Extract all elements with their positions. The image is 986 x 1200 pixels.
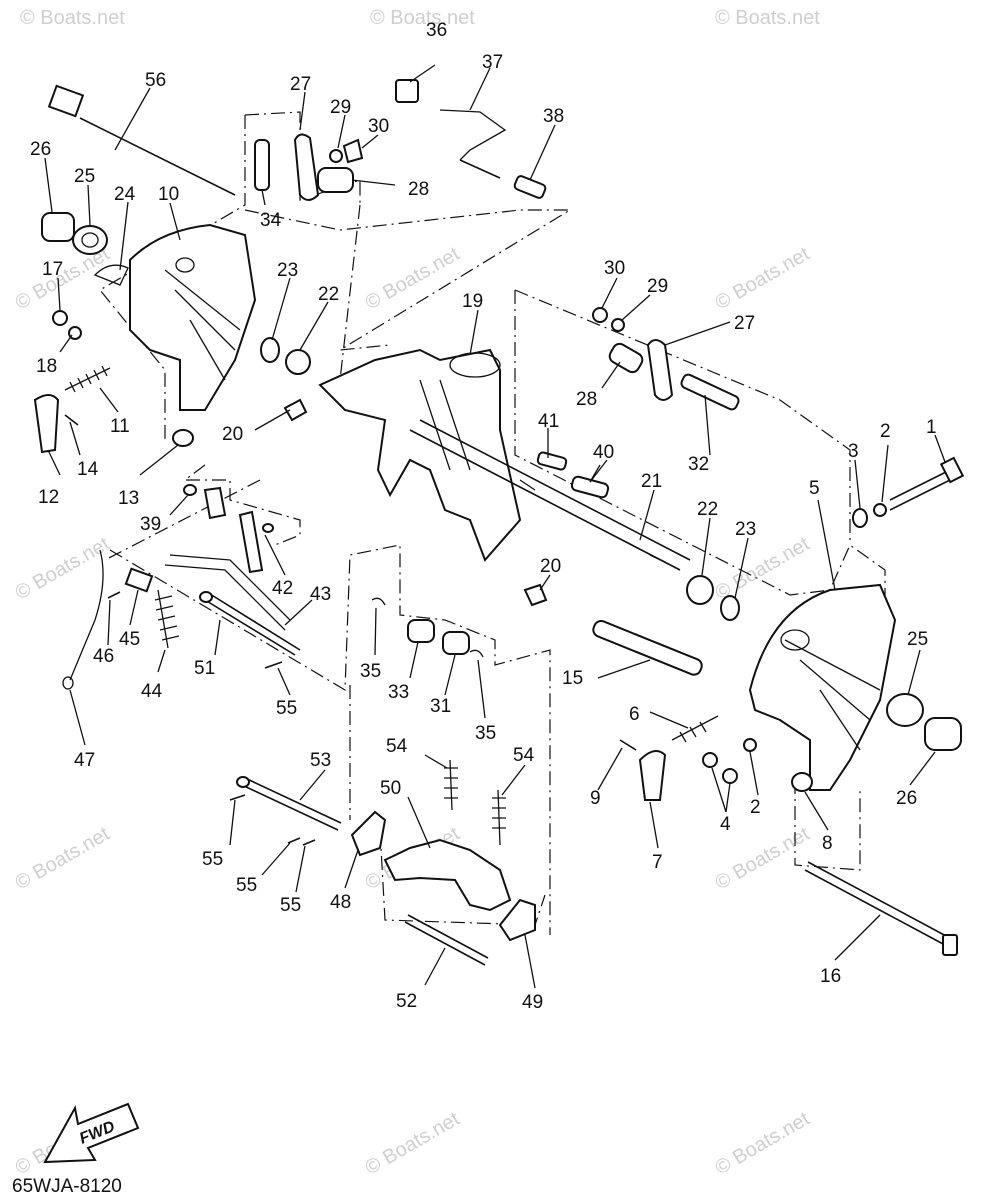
leader-lines: [44, 64, 946, 989]
part-number-label: 39: [140, 514, 161, 535]
part-number-label: 22: [697, 499, 718, 520]
part-number-label: 29: [647, 276, 668, 297]
part-number-label: 33: [388, 682, 409, 703]
drawing-code: 65WJA-8120: [12, 1176, 122, 1197]
watermark: © Boats.net: [12, 823, 114, 895]
watermark: © Boats.net: [715, 7, 820, 29]
part-number-label: 55: [276, 698, 297, 719]
assembly-guide-lines: [99, 111, 886, 935]
part-number-label: 27: [290, 74, 311, 95]
watermark: © Boats.net: [712, 1108, 814, 1180]
part-number-label: 29: [330, 97, 351, 118]
part-number-label: 47: [74, 750, 95, 771]
part-number-label: 7: [652, 852, 663, 873]
part-number-label: 38: [543, 106, 564, 127]
part-number-label: 9: [590, 788, 601, 809]
watermark: © Boats.net: [362, 243, 464, 315]
part-number-label: 48: [330, 892, 351, 913]
part-number-label: 35: [360, 661, 381, 682]
part-number-label: 13: [118, 488, 139, 509]
part-number-label: 46: [93, 646, 114, 667]
part-number-label: 25: [74, 166, 95, 187]
watermark: © Boats.net: [712, 243, 814, 315]
part-number-label: 30: [368, 116, 389, 137]
part-number-label: 3: [848, 441, 859, 462]
part-number-label: 49: [522, 992, 543, 1013]
part-number-label: 28: [408, 179, 429, 200]
part-number-label: 35: [475, 723, 496, 744]
watermark: © Boats.net: [12, 533, 114, 605]
part-number-label: 20: [540, 556, 561, 577]
watermark: © Boats.net: [370, 7, 475, 29]
part-number-label: 50: [380, 778, 401, 799]
part-number-label: 23: [735, 519, 756, 540]
part-number-label: 12: [38, 487, 59, 508]
part-number-label: 34: [260, 210, 282, 231]
part-number-label: 4: [720, 814, 731, 835]
part-number-label: 27: [734, 313, 755, 334]
part-number-label: 36: [426, 20, 447, 41]
part-number-label: 24: [114, 184, 136, 205]
part-number-label: 52: [396, 991, 417, 1012]
part-number-label: 25: [907, 629, 928, 650]
part-number-label: 55: [280, 895, 301, 916]
part-number-label: 41: [538, 411, 559, 432]
part-number-label: 11: [110, 416, 130, 437]
part-number-label: 8: [822, 833, 833, 854]
part-number-label: 54: [386, 736, 408, 757]
part-number-label: 18: [36, 356, 57, 377]
part-number-label: 22: [318, 284, 339, 305]
part-number-label: 2: [750, 797, 761, 818]
part-number-label: 26: [30, 139, 51, 160]
part-number-label: 19: [462, 291, 483, 312]
part-number-label: 31: [430, 696, 451, 717]
part-number-label: 44: [141, 681, 163, 702]
part-number-label: 42: [272, 578, 293, 599]
part-number-label: 30: [604, 258, 625, 279]
part-number-label: 6: [629, 704, 640, 725]
part-number-label: 55: [236, 875, 257, 896]
part-number-label: 1: [926, 417, 937, 438]
part-number-label: 37: [482, 52, 503, 73]
part-number-label: 17: [42, 259, 63, 280]
part-number-label: 2: [880, 421, 891, 442]
part-number-label: 51: [194, 658, 215, 679]
part-number-label: 53: [310, 750, 331, 771]
part-number-label: 55: [202, 849, 223, 870]
part-number-label: 45: [119, 629, 140, 650]
part-number-label: 32: [688, 454, 709, 475]
part-number-label: 54: [513, 745, 535, 766]
part-number-label: 26: [896, 788, 917, 809]
part-number-label: 5: [809, 478, 820, 499]
part-number-label: 16: [820, 966, 841, 987]
watermark: © Boats.net: [362, 1108, 464, 1180]
part-number-label: 43: [310, 584, 331, 605]
part-number-label: 10: [158, 184, 179, 205]
part-number-labels: 1 2 2 3 4 5 6 7 8 9 10 11 12 13 14 15 16…: [30, 20, 937, 1013]
part-number-label: 23: [277, 260, 298, 281]
watermark: © Boats.net: [712, 533, 814, 605]
part-number-label: 28: [576, 389, 597, 410]
part-number-label: 56: [145, 70, 166, 91]
part-number-label: 15: [562, 668, 583, 689]
watermark: © Boats.net: [20, 7, 125, 29]
part-number-label: 40: [593, 442, 614, 463]
part-number-label: 21: [641, 471, 662, 492]
part-number-label: 14: [77, 459, 99, 480]
part-number-label: 20: [222, 424, 243, 445]
